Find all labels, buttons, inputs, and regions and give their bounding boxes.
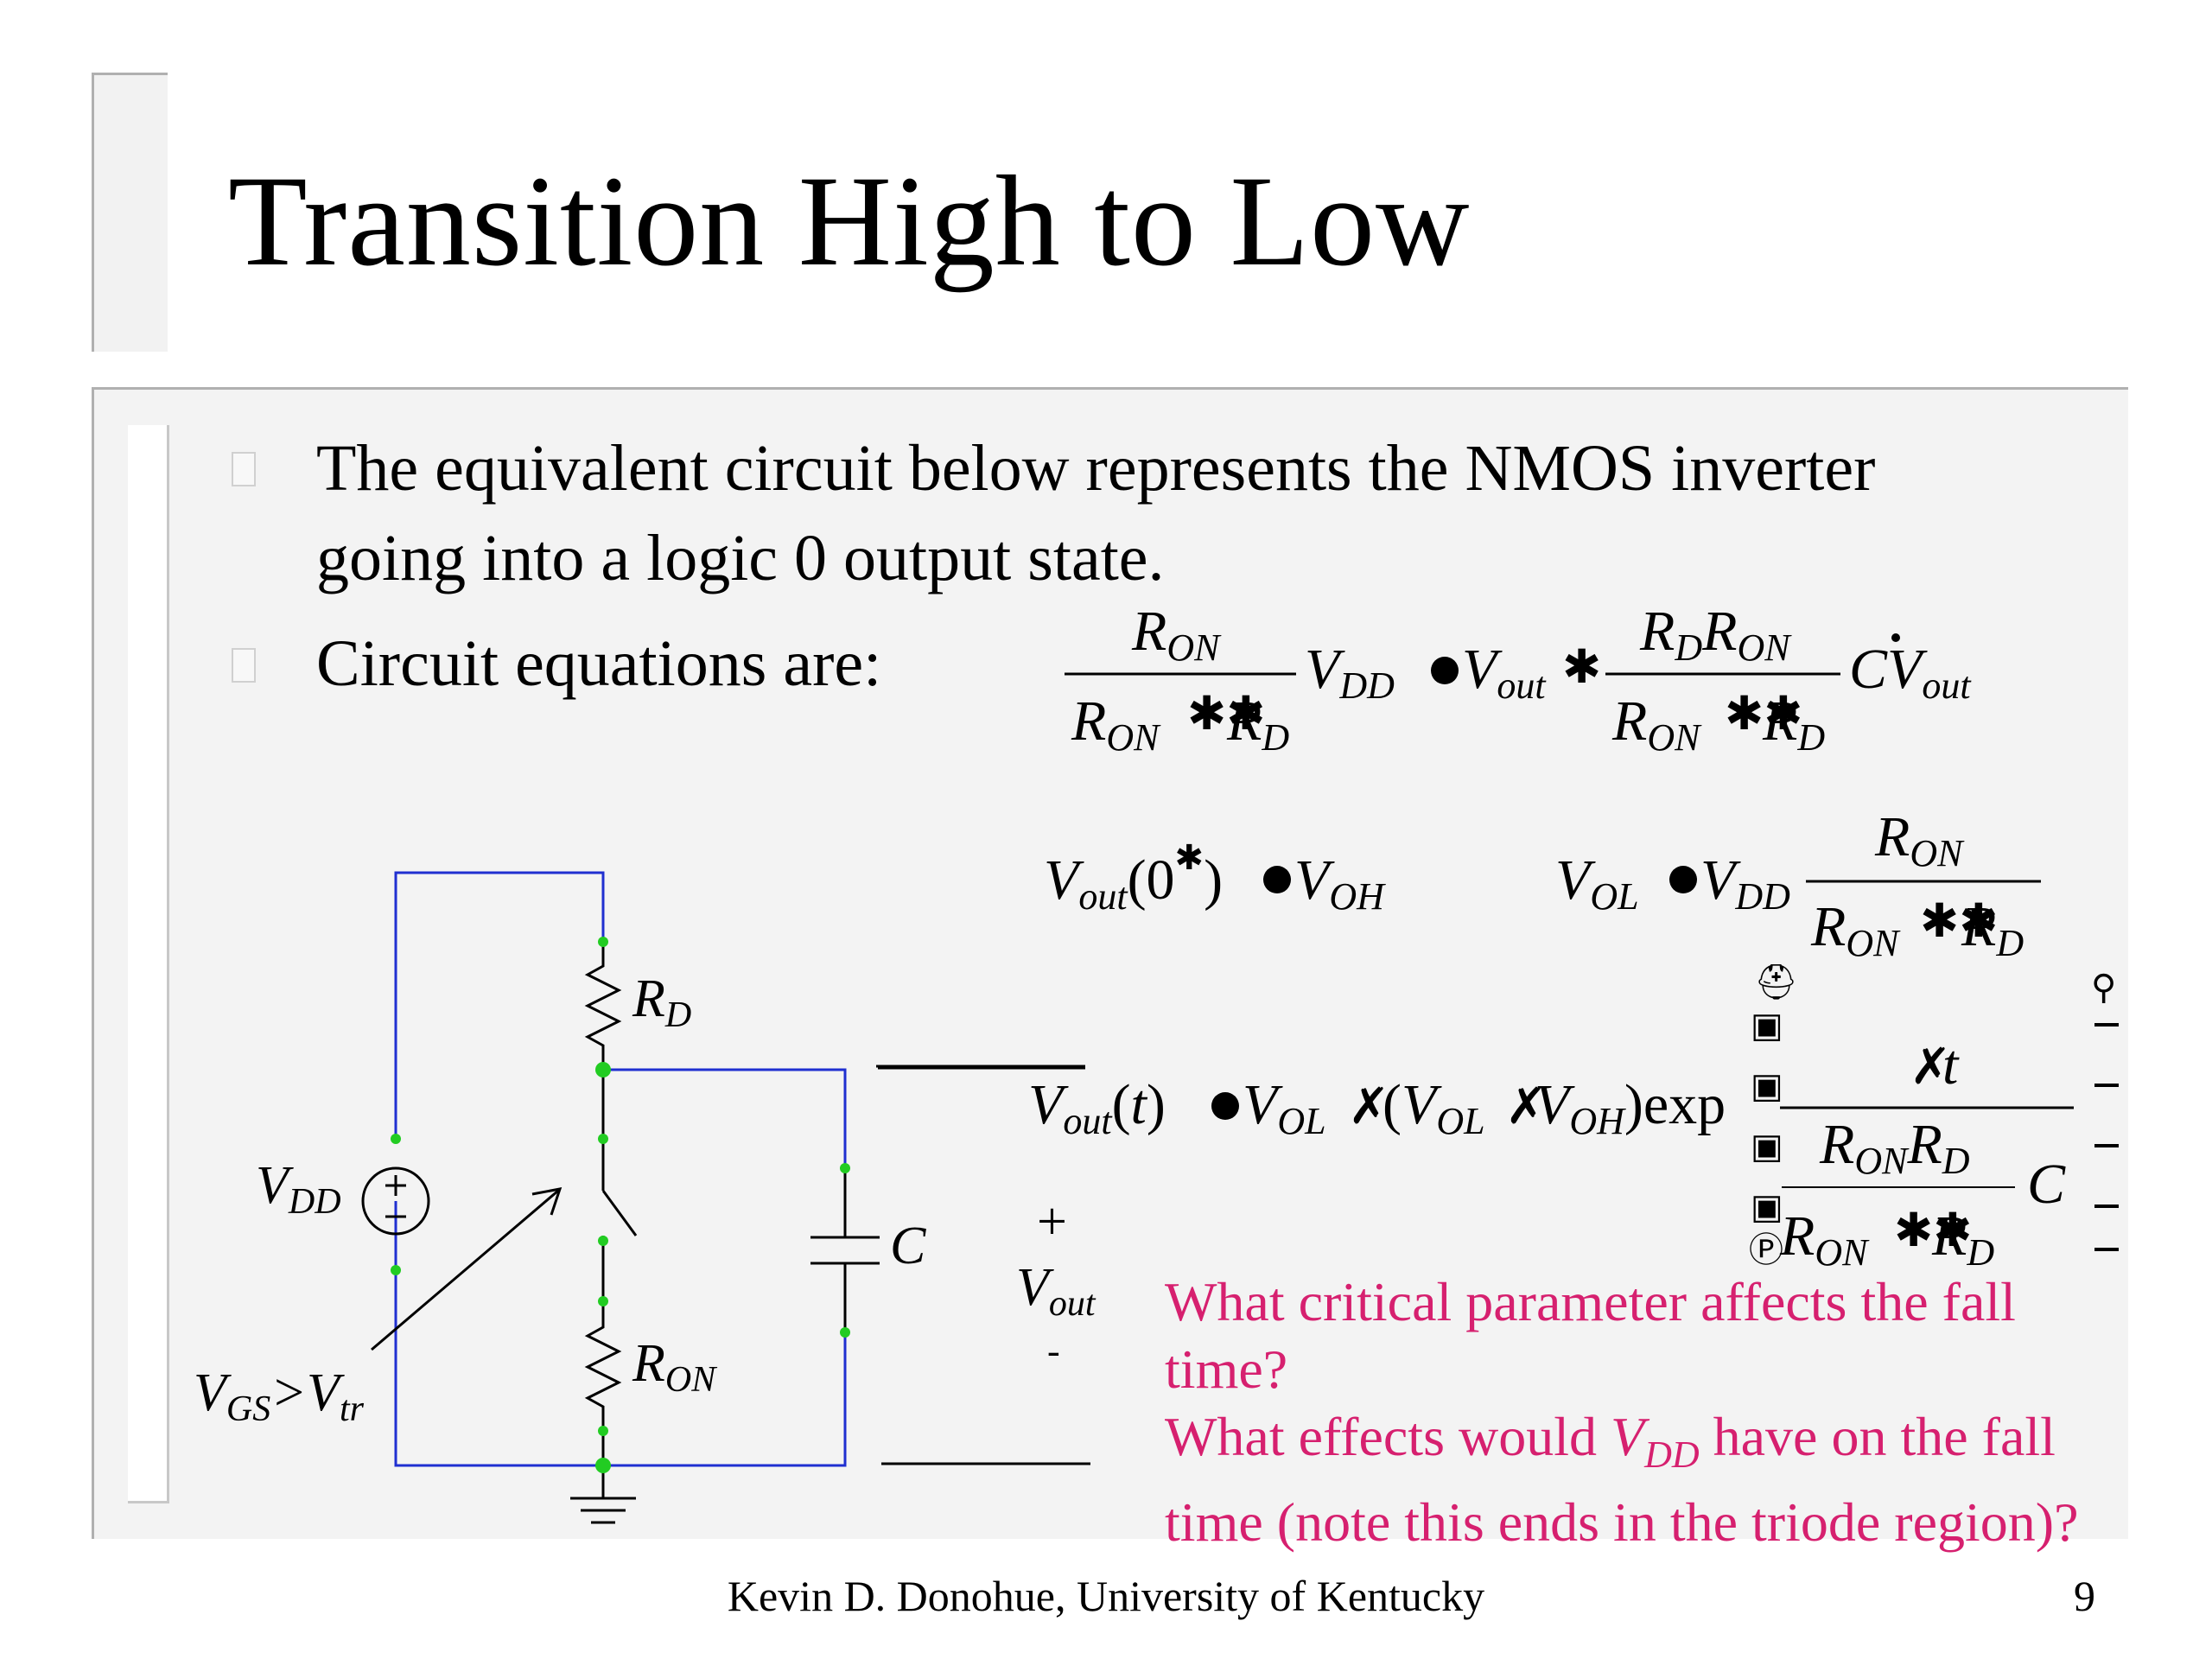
discussion-questions: What critical parameter affects the fall…	[1165, 1268, 2124, 1556]
svg-text:⚲: ⚲	[2091, 968, 2116, 1007]
svg-text:RD: RD	[1226, 690, 1289, 759]
slide-title: Transition High to Low	[228, 149, 1471, 293]
svg-text:RD: RD	[1762, 690, 1825, 759]
svg-text:✱✱: ✱✱	[1187, 688, 1266, 740]
svg-text:VDD: VDD	[1700, 849, 1790, 918]
svg-text:Ⓟ: Ⓟ	[1749, 1230, 1783, 1269]
question-2-end: have on the fall time (note this ends in…	[1165, 1406, 2079, 1553]
page-number: 9	[2074, 1572, 2095, 1620]
svg-text:RDRON: RDRON	[1639, 600, 1792, 669]
svg-text:RD: RD	[1961, 895, 2024, 964]
svg-text:t: t	[1942, 1033, 1960, 1096]
bracket-ticks	[2094, 1023, 2119, 1251]
svg-text:C: C	[2027, 1153, 2066, 1216]
svg-text:RON: RON	[1874, 805, 1965, 874]
vout-plus: +	[1037, 1192, 1067, 1251]
vdd-label: VDD	[256, 1156, 341, 1222]
question-1: What critical parameter affects the fall…	[1165, 1271, 2016, 1400]
question-2-variable: V	[1610, 1406, 1645, 1467]
svg-text:✱✱: ✱✱	[1920, 895, 1999, 947]
svg-text:VOL: VOL	[1243, 1073, 1326, 1142]
circuit-wires	[394, 871, 847, 1467]
svg-text:CVout: CVout	[1849, 638, 1972, 707]
question-2-start: What effects would	[1165, 1406, 1611, 1467]
svg-text:RON: RON	[1131, 600, 1222, 669]
svg-text:⛑: ⛑	[1754, 963, 1798, 1001]
bullet-text-2: Circuit equations are:	[316, 627, 882, 700]
title-frame	[92, 73, 168, 352]
equation-initial: Vout(0✱) VOH	[1044, 838, 1386, 918]
svg-text:(VOL: (VOL	[1382, 1073, 1485, 1142]
svg-text:RON: RON	[1611, 690, 1702, 759]
svg-text:VOL: VOL	[1555, 849, 1639, 918]
svg-text:RON: RON	[1779, 1205, 1870, 1274]
svg-text:✗: ✗	[1348, 1078, 1390, 1135]
circuit-components	[361, 944, 1090, 1524]
svg-text:Vout: Vout	[1462, 638, 1547, 707]
svg-text:VOH)exp: VOH)exp	[1535, 1073, 1726, 1142]
equation-vol: VOL VDD RON RON ✱✱ RD	[1555, 805, 2041, 964]
svg-text:▣: ▣	[1751, 1006, 1783, 1045]
bullet-1-line-1: The equivalent circuit below represents …	[316, 432, 1876, 505]
equation-circuit: RON RON ✱✱ RD VDD Vout ✱ RDRON RON ✱✱ RD…	[1065, 600, 1972, 759]
svg-text:▣: ▣	[1751, 1187, 1783, 1226]
content-area	[92, 387, 2128, 1539]
svg-text:RD: RD	[1931, 1205, 1994, 1274]
vout-label: Vout	[1016, 1258, 1096, 1324]
svg-text:▣: ▣	[1751, 1127, 1783, 1166]
bullet-marker	[232, 648, 256, 683]
svg-text:VOH: VOH	[1294, 849, 1386, 918]
ron-label: RON	[632, 1334, 717, 1400]
svg-text:✱: ✱	[1562, 641, 1601, 693]
bullet-text-1: The equivalent circuit below represents …	[316, 423, 1875, 603]
svg-text:RONRD: RONRD	[1819, 1113, 1970, 1182]
circuit-labels: RD RON VDD C VGS>Vtr + Vout -	[194, 969, 1096, 1429]
svg-text:VDD: VDD	[1305, 638, 1395, 707]
question-2: What effects would VDD have on the fall …	[1165, 1403, 2124, 1556]
svg-text:✗: ✗	[1910, 1039, 1952, 1095]
circuit-nodes	[391, 937, 850, 1473]
vgs-label: VGS>Vtr	[194, 1363, 365, 1429]
bracket-glyphs: ⛑ ▣ ▣ ▣ ▣ Ⓟ ⚲	[1749, 963, 2116, 1269]
svg-text:✱✱: ✱✱	[1894, 1205, 1973, 1256]
svg-text:RON: RON	[1810, 895, 1901, 964]
svg-text:✱✱: ✱✱	[1725, 688, 1803, 740]
svg-text:Vout(0✱): Vout(0✱)	[1044, 838, 1223, 918]
svg-text:Vout(t): Vout(t)	[1028, 1073, 1166, 1142]
svg-text:✗: ✗	[1505, 1078, 1548, 1135]
content-side-bar	[128, 425, 169, 1503]
bullet-1-line-2: going into a logic 0 output state.	[316, 522, 1165, 594]
svg-text:▣: ▣	[1751, 1066, 1783, 1105]
capacitor-label: C	[890, 1217, 926, 1275]
bullet-marker	[232, 452, 256, 486]
vout-minus: -	[1047, 1330, 1060, 1372]
svg-text:RON: RON	[1071, 690, 1161, 759]
footer-author: Kevin D. Donohue, University of Kentucky	[727, 1572, 1485, 1620]
question-2-subscript: DD	[1644, 1433, 1700, 1476]
rd-label: RD	[632, 969, 691, 1035]
circuit-diagram: RD RON VDD C VGS>Vtr + Vout -	[194, 871, 1096, 1524]
